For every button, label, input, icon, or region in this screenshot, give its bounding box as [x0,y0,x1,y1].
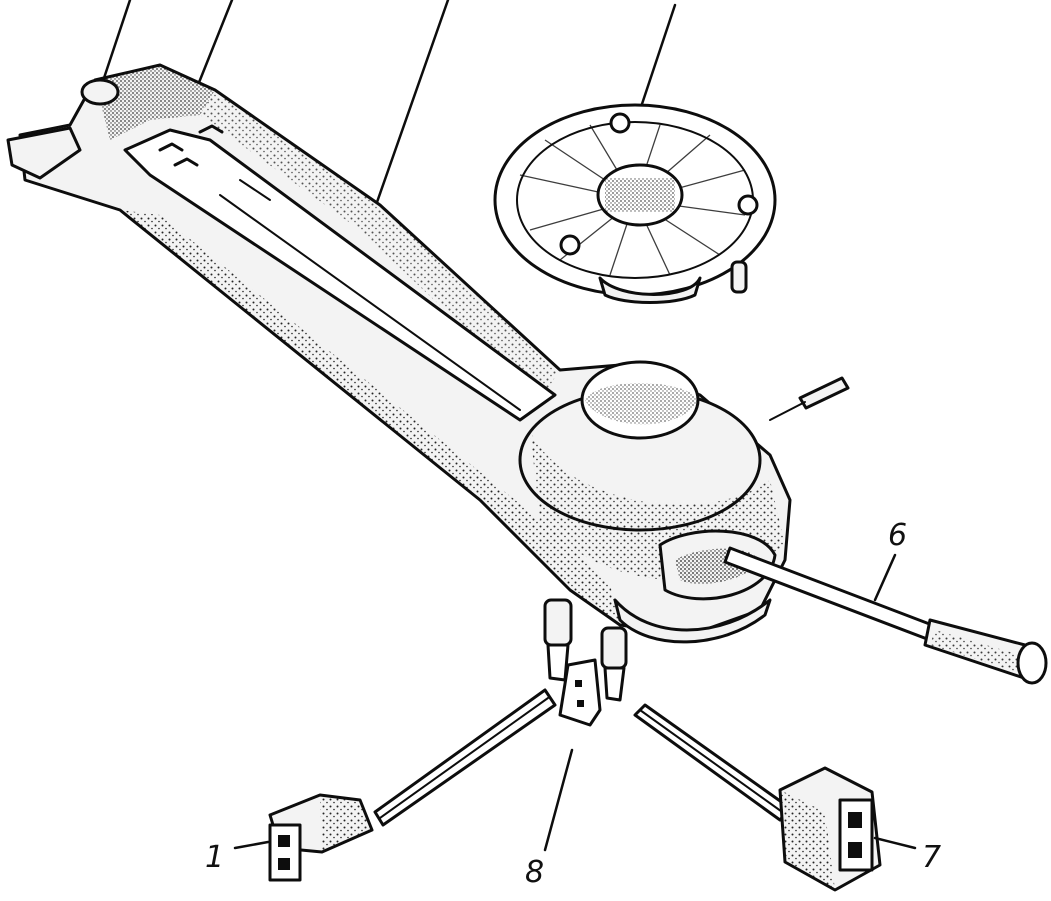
top-leader-lines [98,0,677,207]
cover-plate [493,103,777,304]
callout-7: 7 [922,840,941,875]
clip [543,658,602,852]
callout-labels: 1 6 7 8 [205,518,941,890]
side-screw [769,376,850,421]
callout-8: 8 [525,855,544,890]
wire-lugs [543,598,628,702]
connector-right [633,703,917,892]
callout-1: 1 [205,840,224,875]
switch-housing [6,63,792,644]
lever [723,546,1048,685]
callout-6: 6 [888,518,907,553]
connector-left [233,688,557,882]
